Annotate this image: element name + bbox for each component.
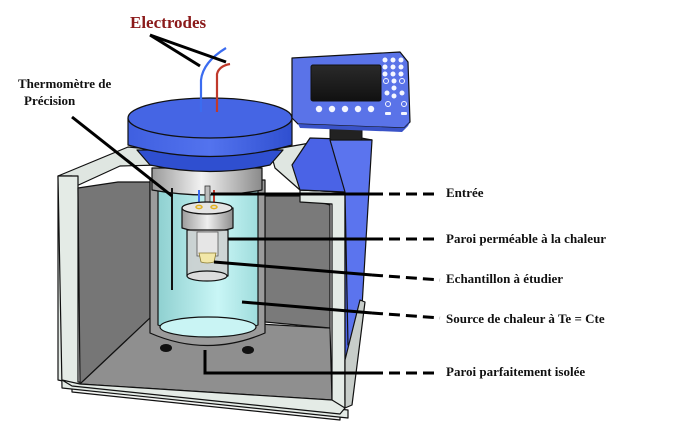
insulated-box <box>57 135 373 421</box>
measuring-device <box>291 51 411 141</box>
thermometer-label-line2: Précision <box>24 93 76 108</box>
sample <box>198 252 217 264</box>
echantillon-label: Echantillon à étudier <box>446 271 563 286</box>
leader-lines <box>71 33 441 375</box>
paroi-permeable-label: Paroi perméable à la chaleur <box>446 231 606 246</box>
lid <box>127 97 293 173</box>
paroi-isolee-label: Paroi parfaitement isolée <box>446 364 585 379</box>
device-buttons <box>315 57 407 115</box>
electrodes-label: Electrodes <box>130 13 207 32</box>
source-chaleur-label: Source de chaleur à Te = Cte <box>446 311 605 326</box>
electrode-wires <box>199 47 231 112</box>
thermometer-label-line1: Thermomètre de <box>18 76 111 91</box>
sample-container <box>181 201 234 282</box>
entree-label: Entrée <box>446 185 484 200</box>
